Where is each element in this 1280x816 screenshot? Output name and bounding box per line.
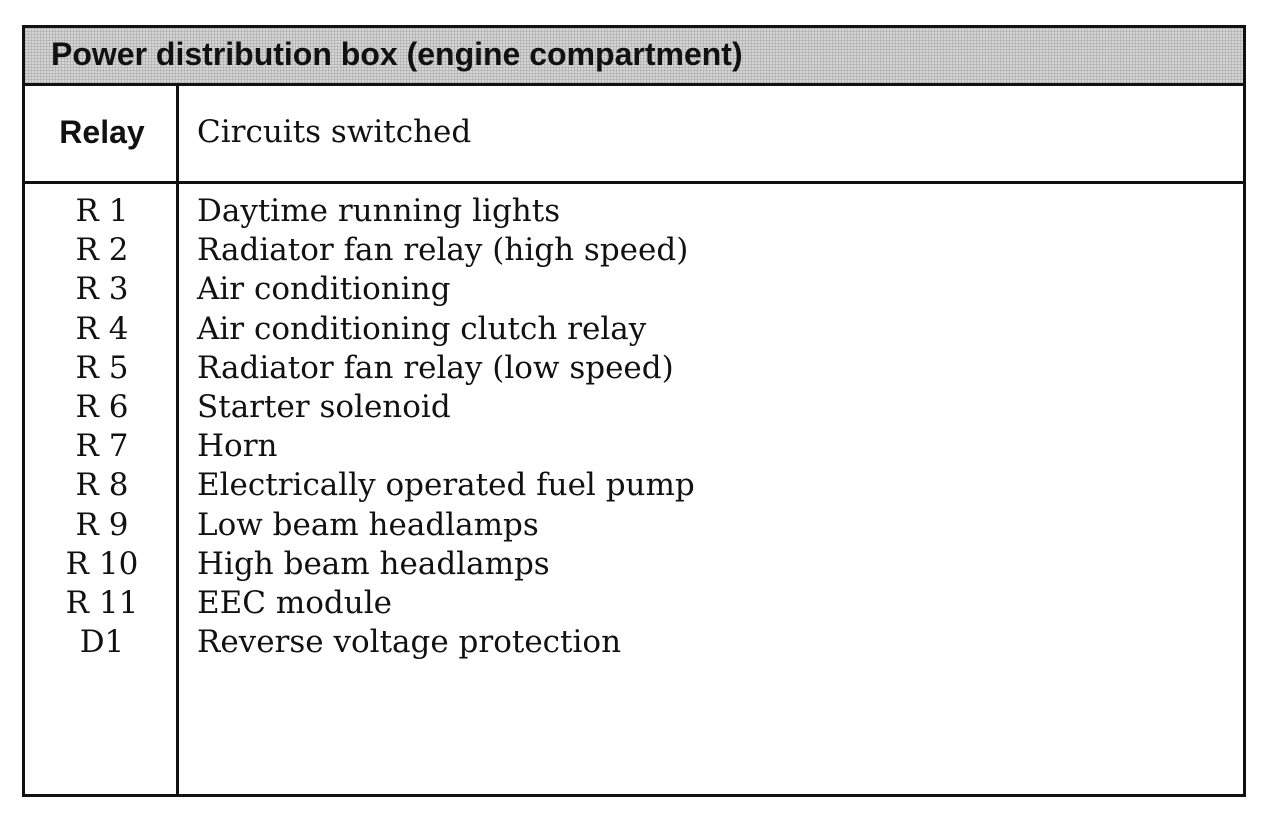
table-row: R 10 High beam headlamps xyxy=(25,545,1243,584)
relay-id-cell: R 9 xyxy=(75,506,129,543)
circuit-description-cell: Daytime running lights xyxy=(197,193,561,229)
circuit-description-cell: Reverse voltage protection xyxy=(197,624,622,661)
circuit-description-cell: Air conditioning clutch relay xyxy=(197,310,647,347)
table-title: Power distribution box (engine compartme… xyxy=(51,36,743,72)
table-row: R 7 Horn xyxy=(25,427,1243,466)
relay-table: Power distribution box (engine compartme… xyxy=(22,25,1246,797)
relay-id-cell: R 11 xyxy=(65,584,139,621)
circuit-description-cell: Radiator fan relay (high speed) xyxy=(197,232,689,269)
relay-id-cell: R 1 xyxy=(75,193,129,229)
table-row: R 11 EEC module xyxy=(25,584,1243,623)
relay-id-cell: R 10 xyxy=(65,545,139,582)
table-row: R 8 Electrically operated fuel pump xyxy=(25,466,1243,505)
column-divider xyxy=(176,86,179,794)
column-header-relay: Relay xyxy=(59,114,145,150)
circuit-description-cell: High beam headlamps xyxy=(197,545,550,582)
circuit-description-cell: Horn xyxy=(197,428,278,465)
circuit-description-cell: Low beam headlamps xyxy=(197,506,539,543)
relay-id-cell: R 8 xyxy=(75,467,129,504)
table-row: R 3 Air conditioning xyxy=(25,270,1243,309)
relay-id-cell: R 2 xyxy=(75,232,129,269)
relay-id-cell: R 6 xyxy=(75,388,129,425)
circuit-description-cell: Radiator fan relay (low speed) xyxy=(197,349,674,386)
relay-id-cell: R 5 xyxy=(75,349,129,386)
relay-id-cell: R 3 xyxy=(75,271,129,308)
circuit-description-cell: Electrically operated fuel pump xyxy=(197,467,695,504)
circuit-description-cell: Air conditioning xyxy=(197,271,451,308)
table-header-row: Relay Circuits switched xyxy=(25,86,1243,184)
circuit-description-cell: Starter solenoid xyxy=(197,388,451,425)
table-row: R 9 Low beam headlamps xyxy=(25,506,1243,545)
relay-id-cell: R 4 xyxy=(75,310,129,347)
table-title-bar: Power distribution box (engine compartme… xyxy=(25,28,1243,86)
table-row: R 2 Radiator fan relay (high speed) xyxy=(25,231,1243,270)
relay-id-cell: R 7 xyxy=(75,428,129,465)
table-row: D1 Reverse voltage protection xyxy=(25,623,1243,662)
table-row: R 1 Daytime running lights xyxy=(25,192,1243,231)
column-header-circuits: Circuits switched xyxy=(197,114,472,150)
table-row: R 5 Radiator fan relay (low speed) xyxy=(25,349,1243,388)
table-row: R 6 Starter solenoid xyxy=(25,388,1243,427)
circuit-description-cell: EEC module xyxy=(197,584,392,621)
relay-id-cell: D1 xyxy=(79,624,125,661)
table-row: R 4 Air conditioning clutch relay xyxy=(25,310,1243,349)
table-body: R 1 Daytime running lights R 2 Radiator fan… xyxy=(25,192,1243,662)
